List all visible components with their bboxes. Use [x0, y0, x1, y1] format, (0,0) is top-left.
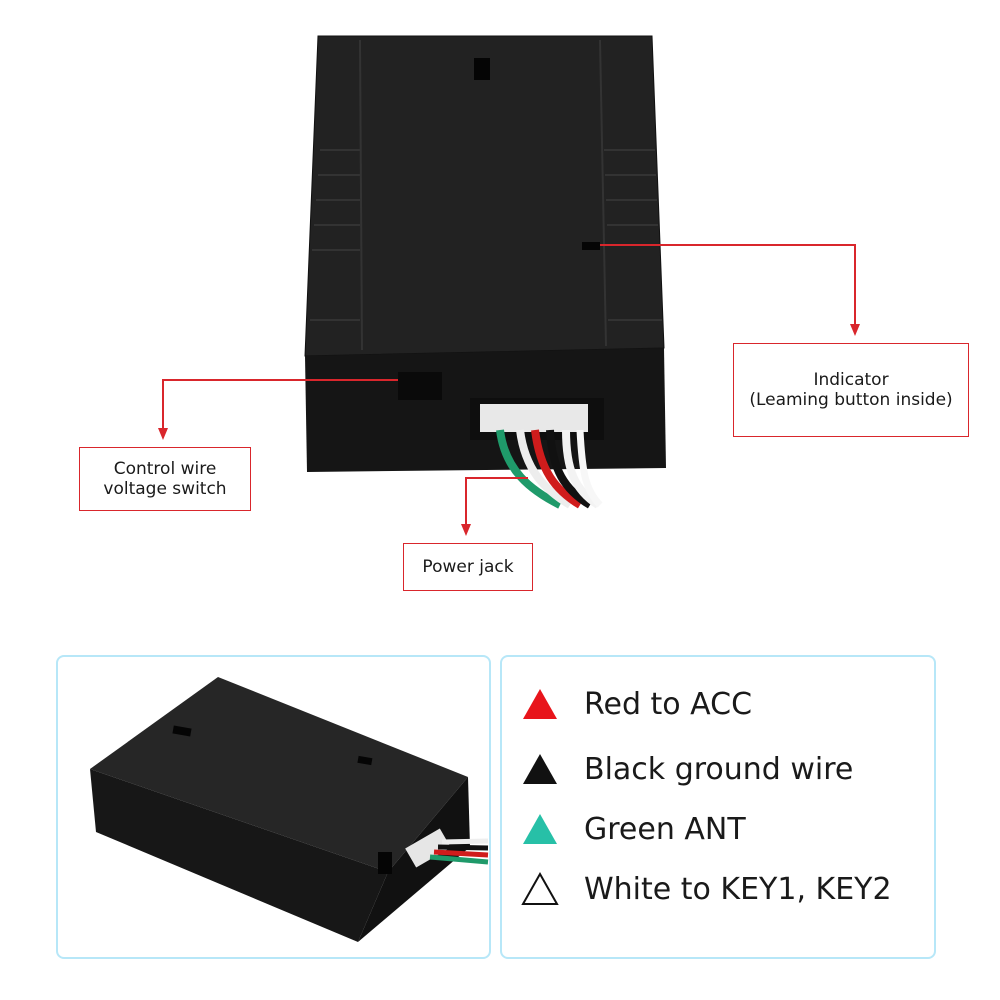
legend-item: Red to ACC — [520, 686, 752, 722]
legend-text: Green ANT — [584, 811, 746, 847]
legend-item: Black ground wire — [520, 751, 853, 787]
switch-label-line1: Control wire — [113, 459, 217, 479]
device-angle-view — [90, 677, 489, 942]
indicator-label: Indicator — [813, 370, 889, 390]
legend-text: White to KEY1, KEY2 — [584, 871, 892, 907]
switch-callout: Control wire voltage switch — [79, 447, 251, 511]
switch-label-line2: voltage switch — [103, 479, 227, 499]
device-angle-panel — [56, 655, 491, 959]
wire-legend-panel — [500, 655, 936, 959]
legend-text: Red to ACC — [584, 686, 753, 722]
legend-text: Black ground wire — [584, 751, 854, 787]
legend-item: Green ANT — [520, 811, 746, 847]
green-triangle-icon — [523, 814, 557, 844]
power-jack-label: Power jack — [422, 557, 514, 577]
device-top-view — [158, 35, 860, 536]
red-triangle-icon — [523, 689, 557, 719]
indicator-sublabel: (Leaming button inside) — [749, 390, 953, 410]
legend-item: White to KEY1, KEY2 — [520, 871, 892, 907]
white-triangle-icon — [521, 871, 559, 905]
indicator-callout: Indicator (Leaming button inside) — [733, 343, 969, 437]
power-jack-callout: Power jack — [403, 543, 533, 591]
black-triangle-icon — [523, 754, 557, 784]
